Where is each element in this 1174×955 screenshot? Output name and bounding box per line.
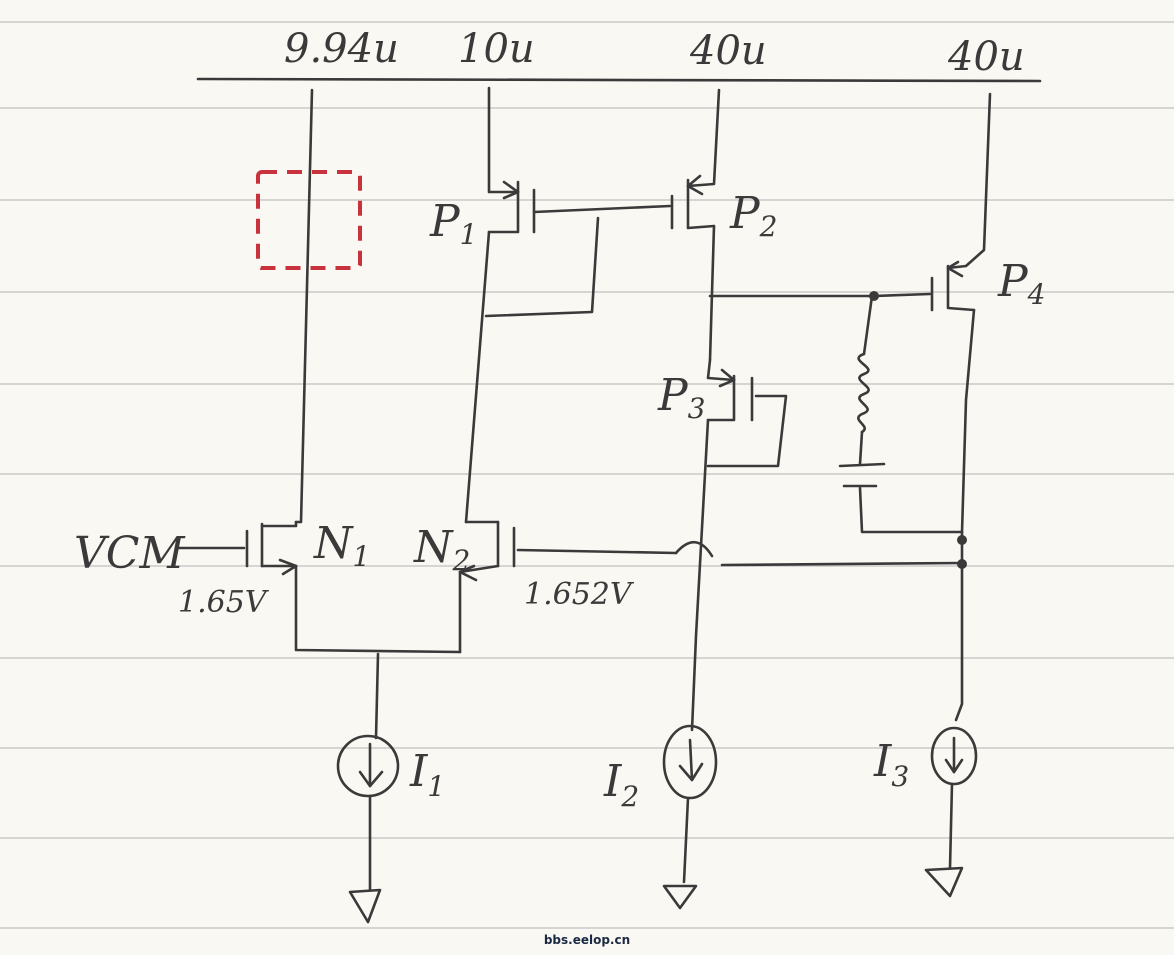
p3-label: P3 <box>657 370 705 425</box>
vcm-label: VCM <box>74 528 185 579</box>
p4-label: P4 <box>997 256 1045 311</box>
transistor-n1 <box>176 520 462 654</box>
p1-label: P1 <box>429 196 477 251</box>
transistor-p3 <box>690 358 788 732</box>
transistor-p2 <box>670 88 721 362</box>
supply-rail <box>196 77 1042 83</box>
i3-label: I3 <box>873 736 909 793</box>
vcm-voltage-label: 1.65V <box>178 585 270 620</box>
resistor-symbol <box>857 352 870 434</box>
current-source-i1 <box>336 652 400 924</box>
n2-label: N2 <box>413 522 470 577</box>
rail-width-label: 10u <box>458 26 535 72</box>
transistor-n2 <box>458 520 964 654</box>
i2-label: I2 <box>603 756 639 813</box>
transistor-p4 <box>930 92 992 722</box>
p2-label: P2 <box>729 188 777 243</box>
branch1-wire <box>294 88 314 524</box>
transistor-p1 <box>464 86 672 524</box>
compensation-network <box>708 291 964 534</box>
current-source-i3 <box>924 726 978 898</box>
rail-width-label: 40u <box>689 28 767 74</box>
watermark: bbs.eelop.cn <box>543 933 631 947</box>
n1-label: N1 <box>313 518 370 573</box>
rail-width-label: 9.94u <box>284 26 399 72</box>
notebook-lines <box>0 21 1174 929</box>
current-source-i2 <box>662 724 718 910</box>
i1-label: I1 <box>409 746 445 803</box>
n2-gate-voltage-label: 1.652V <box>524 577 635 612</box>
capacitor-plate-top <box>838 462 886 468</box>
highlight-box <box>256 170 362 270</box>
rail-width-label: 40u <box>947 34 1025 80</box>
